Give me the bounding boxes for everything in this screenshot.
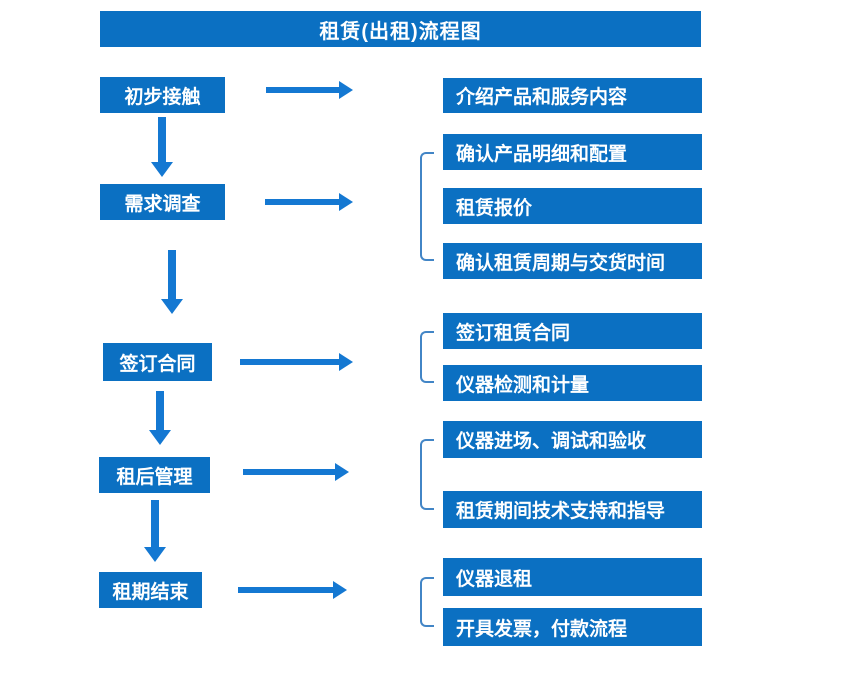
group-bracket	[420, 577, 434, 627]
page-title: 租赁(出租)流程图	[100, 11, 701, 47]
detail-box-instrument-inspection: 仪器检测和计量	[443, 365, 702, 401]
group-bracket	[420, 439, 434, 510]
step-box-demand-survey: 需求调查	[100, 184, 225, 220]
detail-box-confirm-period-delivery: 确认租赁周期与交货时间	[443, 243, 702, 279]
arrow-right-icon	[238, 581, 347, 599]
detail-box-rental-quote: 租赁报价	[443, 188, 702, 224]
step-box-sign-contract: 签订合同	[103, 343, 212, 381]
detail-box-invoice-payment: 开具发票，付款流程	[443, 608, 702, 646]
detail-box-instrument-return: 仪器退租	[443, 558, 702, 596]
arrow-right-icon	[240, 353, 353, 371]
group-bracket	[420, 331, 434, 383]
detail-box-confirm-product-config: 确认产品明细和配置	[443, 134, 702, 170]
detail-box-introduce-products: 介绍产品和服务内容	[443, 78, 702, 113]
arrow-down-icon	[144, 500, 166, 562]
detail-box-instrument-entry-acceptance: 仪器进场、调试和验收	[443, 421, 702, 458]
arrow-right-icon	[243, 463, 349, 481]
arrow-down-icon	[161, 250, 183, 314]
arrow-right-icon	[265, 193, 353, 211]
step-box-initial-contact: 初步接触	[100, 77, 225, 113]
step-box-post-rental-management: 租后管理	[99, 457, 210, 493]
detail-box-tech-support: 租赁期间技术支持和指导	[443, 491, 702, 528]
group-bracket	[420, 152, 434, 261]
arrow-down-icon	[149, 391, 171, 445]
detail-box-sign-rental-contract: 签订租赁合同	[443, 313, 702, 349]
arrow-down-icon	[151, 117, 173, 177]
step-box-rental-end: 租期结束	[99, 572, 202, 608]
arrow-right-icon	[266, 81, 353, 99]
